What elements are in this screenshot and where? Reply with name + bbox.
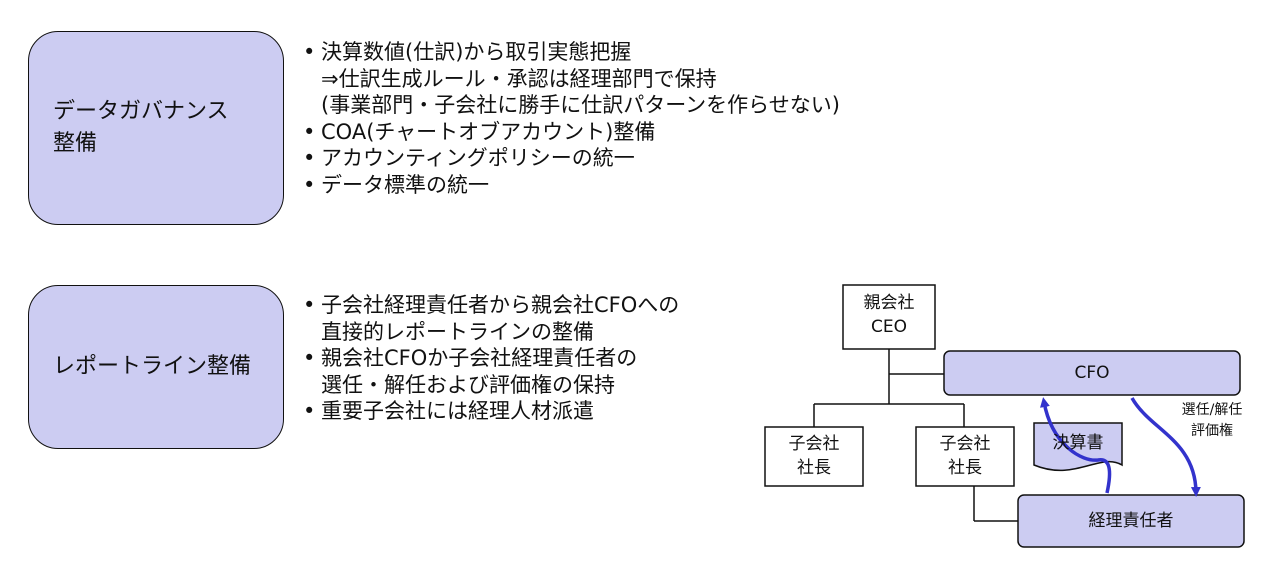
bullet-dot: • [303,119,316,144]
bullet-item: •親会社CFOか子会社経理責任者の [302,345,679,372]
bullet-text: 直接的レポートラインの整備 [321,319,594,344]
bullet-text: データ標準の統一 [321,172,489,197]
org-connectors [813,349,1018,522]
bullet-text: 重要子会社には経理人材派遣 [321,399,594,423]
accounting-head-box [1017,494,1245,548]
sub-president-1-box [764,426,864,487]
bullet-dot: • [303,346,316,370]
bullet-text: アカウンティングポリシーの統一 [321,146,635,170]
bullet-continuation: 直接的レポートラインの整備 [302,319,679,346]
bullet-dot: • [303,146,316,170]
bullet-text: 選任・解任および評価権の保持 [321,372,615,397]
financial-statement-label: 決算書 [1052,433,1104,453]
data-governance-bullets: •決算数値(仕訳)から取引実態把握⇒仕訳生成ルール・承認は経理部門で保持(事業部… [302,39,840,198]
bullet-dot: • [303,172,316,197]
reporting-line-box: レポートライン整備 [28,285,284,449]
sub-president-2-label: 子会社 社長 [939,434,991,478]
accounting-head-label: 経理責任者 [1088,511,1174,531]
cfo-box [943,350,1241,396]
bullet-dot: • [303,293,316,317]
bullet-text: 子会社経理責任者から親会社CFOへの [321,293,680,317]
sub-president-2-box [915,426,1015,487]
bullet-text: 親会社CFOか子会社経理責任者の [321,346,638,370]
bullet-text: (事業部門・子会社に勝手に仕訳パターンを作らせない) [321,93,840,117]
bullet-dot: • [303,399,316,423]
bullet-continuation: 選任・解任および評価権の保持 [302,372,679,399]
bullet-text: COA(チャートオブアカウント)整備 [321,119,656,144]
report-up-arrow [1040,397,1112,494]
bullet-item: •COA(チャートオブアカウント)整備 [302,119,840,146]
bullet-continuation: (事業部門・子会社に勝手に仕訳パターンを作らせない) [302,92,840,119]
bullet-text: ⇒仕訳生成ルール・承認は経理部門で保持 [321,66,717,91]
bullet-continuation: ⇒仕訳生成ルール・承認は経理部門で保持 [302,66,840,93]
parent-ceo-label: 親会社 CEO [863,293,915,337]
bullet-dot: • [303,40,316,64]
parent-ceo-box [842,284,936,350]
sub-president-1-label: 子会社 社長 [788,434,840,478]
appointment-arrow [1130,397,1201,497]
bullet-text: 決算数値(仕訳)から取引実態把握 [321,40,632,64]
bullet-item: •重要子会社には経理人材派遣 [302,398,679,425]
bullet-item: •データ標準の統一 [302,172,840,199]
cfo-label: CFO [1074,363,1110,383]
data-governance-box: データガバナンス 整備 [28,31,284,225]
bullet-item: •アカウンティングポリシーの統一 [302,145,840,172]
reporting-line-bullets: •子会社経理責任者から親会社CFOへの直接的レポートラインの整備•親会社CFOか… [302,292,679,425]
bullet-item: •子会社経理責任者から親会社CFOへの [302,292,679,319]
appointment-rights-label: 選任/解任 評価権 [1181,402,1243,439]
bullet-item: •決算数値(仕訳)から取引実態把握 [302,39,840,66]
